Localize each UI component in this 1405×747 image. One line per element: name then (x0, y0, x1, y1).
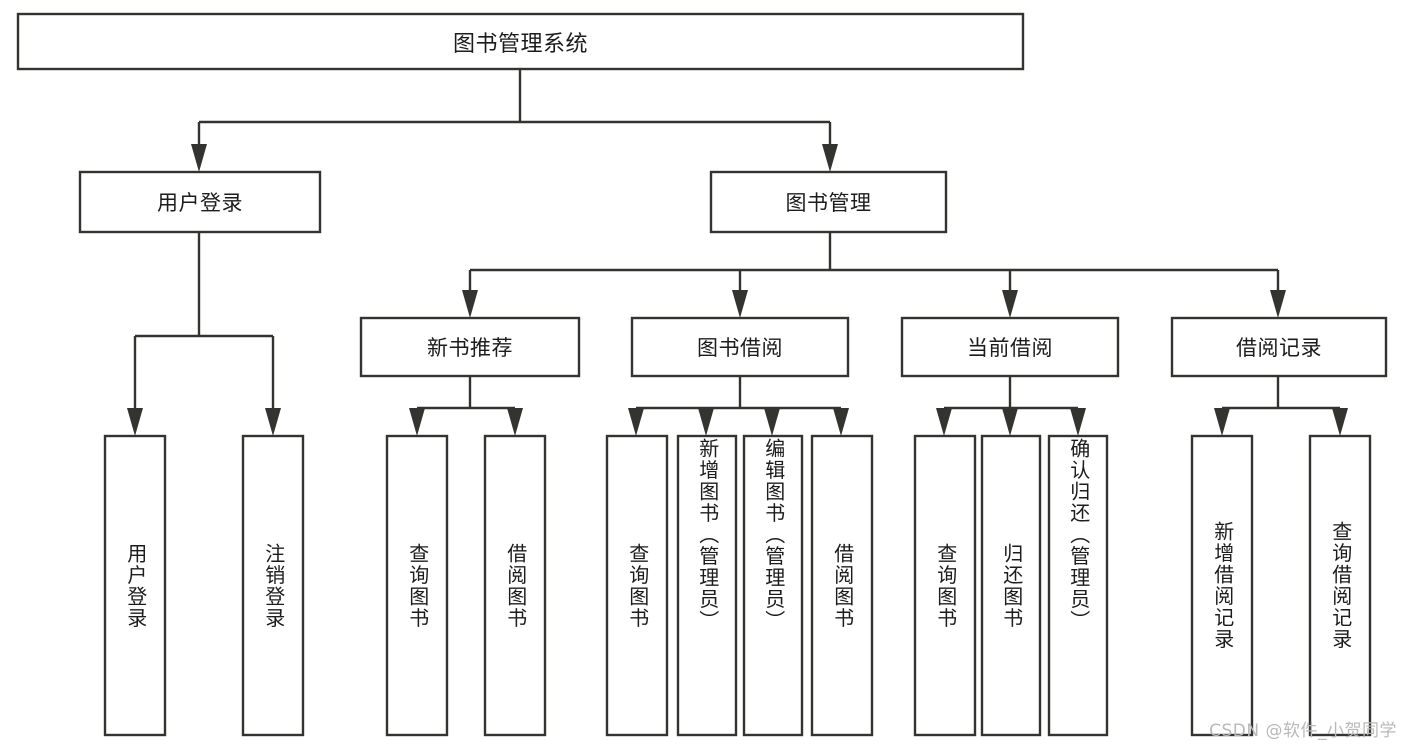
node-borrow-record-box[interactable] (1170, 316, 1388, 378)
leaf-box-edit-book-admin[interactable] (742, 434, 804, 737)
arrow-head-current-leaf2 (1002, 408, 1018, 436)
node-book-management-box[interactable] (709, 170, 948, 234)
box-layer (16, 12, 1388, 737)
arrow-head-record (1270, 290, 1286, 318)
arrow-head-current (1002, 290, 1018, 318)
arrow-head-current-leaf1 (936, 408, 952, 436)
leaf-box-borrow-book-newrec[interactable] (483, 434, 547, 737)
connector-layer (127, 69, 1348, 436)
leaf-box-user-login[interactable] (103, 434, 167, 737)
node-book-borrow-box[interactable] (630, 316, 850, 378)
arrow-head-book-mgmt (822, 144, 838, 172)
arrow-head-borrow-leaf1 (628, 408, 644, 436)
watermark-text: CSDN @软件_小贺同学 (1209, 721, 1397, 741)
leaf-box-query-book-newrec[interactable] (385, 434, 449, 737)
leaf-box-logout[interactable] (241, 434, 305, 737)
leaf-box-return-book[interactable] (980, 434, 1042, 737)
arrow-head-record-leaf2 (1332, 408, 1348, 436)
arrow-head-borrow-leaf3 (764, 408, 780, 436)
node-root-box[interactable] (16, 12, 1025, 71)
arrow-head-current-leaf3 (1070, 408, 1086, 436)
arrow-head-user-login (191, 144, 207, 172)
arrow-head-newbook-leaf1 (409, 408, 425, 436)
arrow-head-leaf-logout (265, 408, 281, 436)
node-current-borrow-box[interactable] (900, 316, 1120, 378)
leaf-box-query-book-current[interactable] (913, 434, 977, 737)
arrow-head-newbook-leaf2 (507, 408, 523, 436)
leaf-box-add-book-admin[interactable] (676, 434, 738, 737)
arrow-head-borrow-leaf2 (698, 408, 714, 436)
leaf-box-borrow-book[interactable] (810, 434, 874, 737)
leaf-box-query-borrow-record[interactable] (1308, 434, 1372, 737)
arrow-head-borrow (732, 290, 748, 318)
arrow-head-newbook (462, 290, 478, 318)
leaf-box-confirm-return-admin[interactable] (1047, 434, 1109, 737)
node-new-book-recommend-box[interactable] (359, 316, 581, 378)
arrow-head-borrow-leaf4 (833, 408, 849, 436)
arrow-head-leaf-user-login (127, 408, 143, 436)
node-user-login-box[interactable] (78, 170, 322, 234)
leaf-box-add-borrow-record[interactable] (1190, 434, 1254, 737)
leaf-box-query-book-borrow[interactable] (605, 434, 669, 737)
arrow-head-record-leaf1 (1214, 408, 1230, 436)
